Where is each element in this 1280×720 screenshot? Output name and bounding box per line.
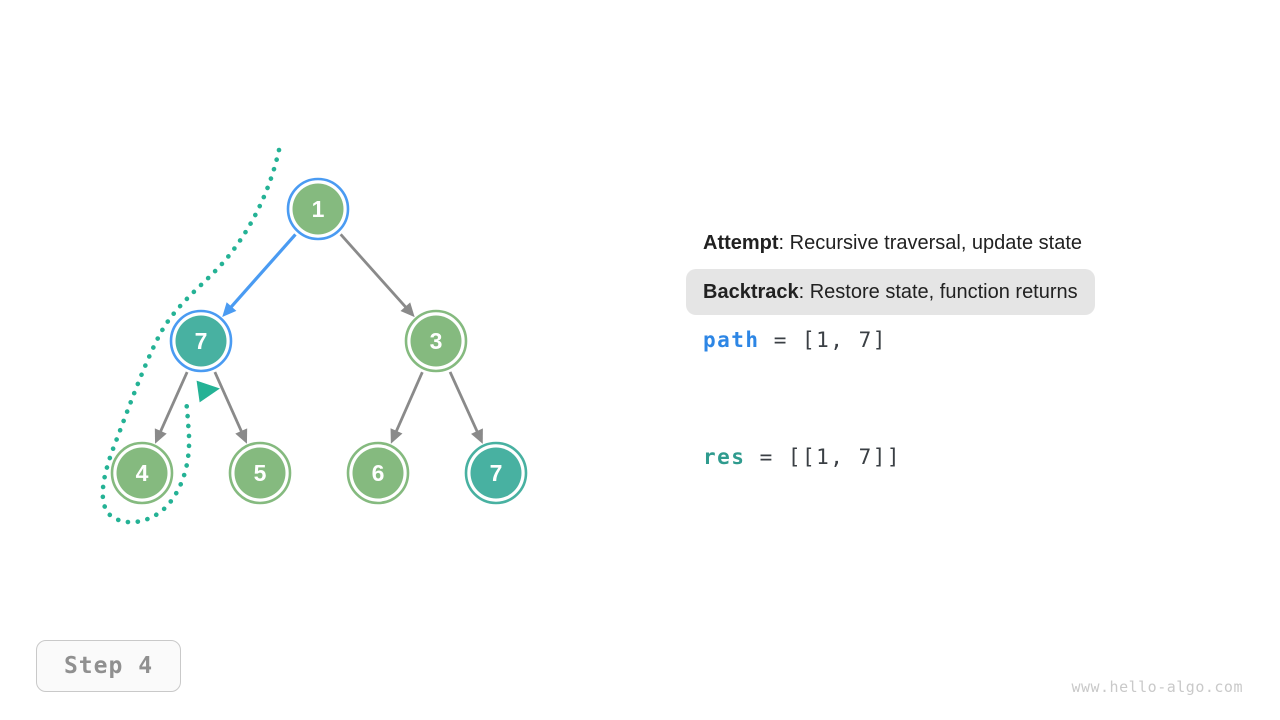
edge-arrowhead-icon [235,428,248,444]
res-state-line: res = [[1, 7]] [703,445,901,469]
node-circle [410,315,462,367]
edge-arrowhead-icon [471,428,483,444]
tree-node-n1: 1 [286,177,350,241]
backtrack-text: : Restore state, function returns [798,281,1078,303]
edge-n7l-n4 [154,371,189,444]
step-badge-label: Step 4 [63,653,154,679]
node-label: 6 [372,460,385,486]
edge-n1-n3 [339,233,415,318]
attempt-label: Attempt [703,232,779,254]
node-circle [352,447,404,499]
path-keyword: path [703,328,760,352]
traversal-arrowhead-icon [196,380,220,403]
edge-arrowhead-icon [222,302,237,318]
edge-n3-n6 [390,371,424,444]
res-keyword: res [703,445,746,469]
watermark: www.hello-algo.com [1071,678,1243,696]
edge-arrowhead-icon [390,428,403,444]
node-label: 5 [254,460,267,486]
edge-n1-n7l [222,233,297,318]
node-label: 1 [312,196,325,222]
edge-arrowhead-icon [154,428,167,444]
node-circle [234,447,286,499]
node-circle [116,447,168,499]
tree-node-n3: 3 [404,309,468,373]
tree-node-n4: 4 [110,441,174,505]
backtrack-highlight-box: Backtrack: Restore state, function retur… [686,269,1095,315]
node-label: 3 [430,328,443,354]
attempt-text: : Recursive traversal, update state [778,232,1083,254]
node-label: 4 [136,460,149,486]
backtrack-label: Backtrack [703,281,799,303]
tree-node-n6: 6 [346,441,410,505]
node-label: 7 [195,328,208,354]
node-label: 7 [490,460,503,486]
step-badge: Step 4 [36,640,181,692]
node-circle [470,447,522,499]
tree-node-n7l: 7 [169,309,233,373]
node-circle [175,315,227,367]
tree-node-n7r: 7 [464,441,528,505]
edge-n7l-n5 [213,371,248,444]
node-circle [292,183,344,235]
attempt-line: Attempt: Recursive traversal, update sta… [703,228,1082,258]
tree-node-n5: 5 [228,441,292,505]
edge-arrowhead-icon [400,302,415,318]
edge-n3-n7r [448,371,483,444]
path-value: = [1, 7] [759,328,887,352]
res-value: = [[1, 7]] [745,445,902,469]
path-state-line: path = [1, 7] [703,328,887,352]
